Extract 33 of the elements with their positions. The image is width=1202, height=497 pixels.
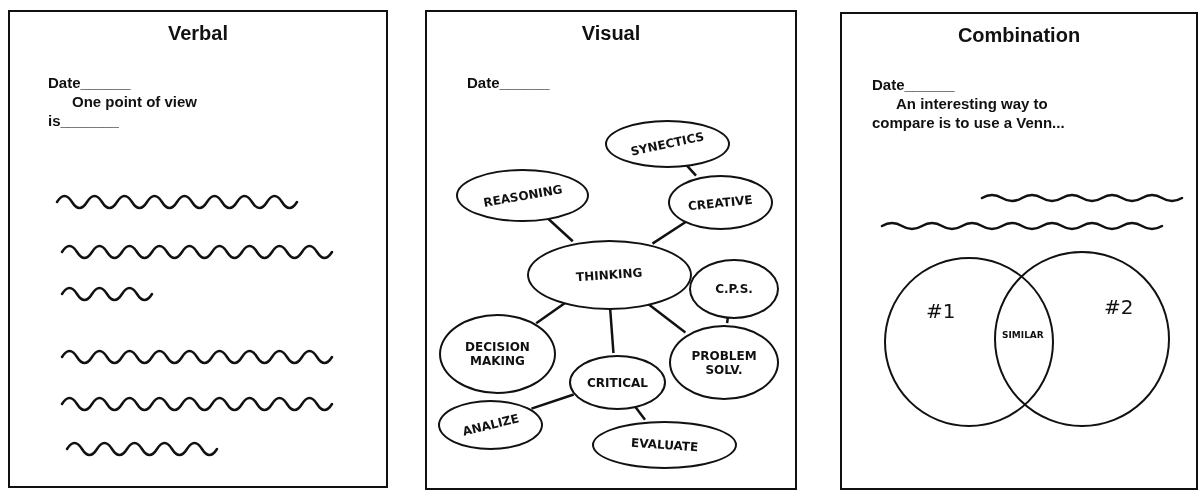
panel-heading: Verbal	[167, 22, 228, 45]
panel-heading: Combination	[957, 24, 1081, 47]
connector-line	[725, 316, 730, 324]
node-label: CRITICAL	[587, 375, 648, 390]
node-label: DECISION MAKING	[464, 340, 531, 368]
node-label: CREATIVE	[687, 192, 754, 213]
ellipse-node	[569, 355, 666, 410]
node-label: C.P.S.	[715, 282, 753, 296]
node-label: EVALUATE	[630, 435, 699, 455]
ellipse-node	[438, 400, 543, 450]
connector-line	[535, 301, 566, 325]
worksheet-text: One point of view is_______	[48, 92, 198, 130]
venn-circle	[884, 257, 1054, 427]
node-label: PROBLEM SOLV.	[690, 348, 758, 377]
venn-circle	[994, 251, 1170, 427]
circle-label: #2	[1104, 295, 1134, 319]
worksheet-panel	[8, 10, 388, 488]
node-label: THINKING	[575, 265, 644, 285]
connector-line	[608, 307, 615, 354]
connector-line	[531, 393, 575, 410]
worksheet-text: Date______	[467, 73, 551, 92]
worksheet-text: An interesting way to compare is to use a Venn...	[872, 94, 1066, 132]
worksheet-panel	[840, 12, 1198, 490]
overlap-label: SIMILAR	[1002, 330, 1044, 340]
connector-line	[646, 302, 687, 334]
ellipse-node	[527, 240, 692, 310]
worksheet-panel	[425, 10, 797, 490]
worksheet-text: Date______	[872, 75, 956, 94]
connector-line	[651, 220, 687, 245]
connector-line	[633, 405, 646, 421]
panel-heading: Visual	[581, 22, 641, 45]
worksheet-text: Date______	[48, 73, 132, 92]
circle-label: #1	[926, 299, 956, 323]
